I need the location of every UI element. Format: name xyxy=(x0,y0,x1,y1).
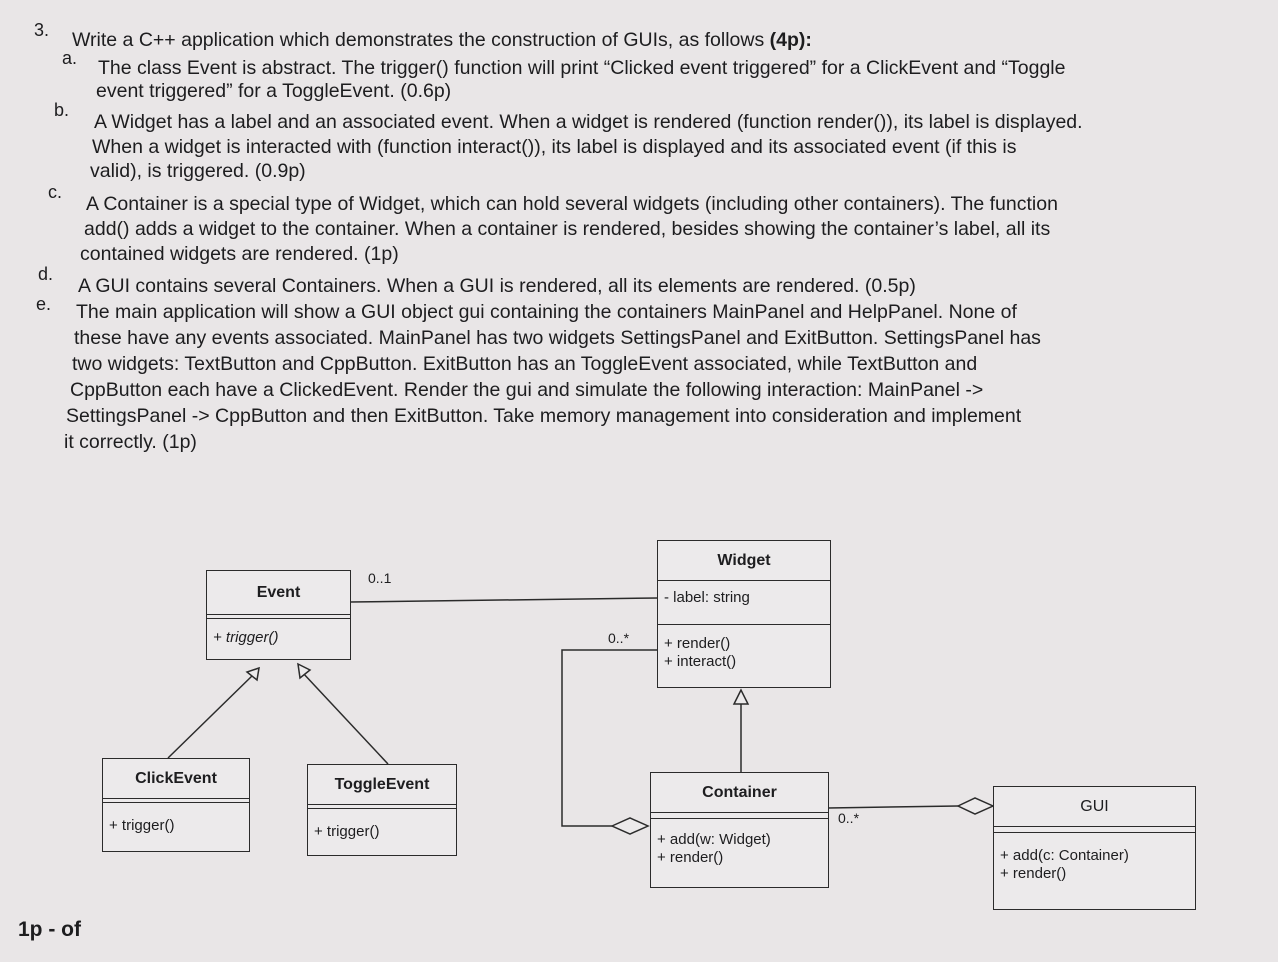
toggleevent-inheritance-arrow xyxy=(297,662,312,680)
multiplicity-container-widget: 0..* xyxy=(608,630,630,646)
class-gui: GUI + add(c: Container) + render() xyxy=(993,786,1196,910)
class-container: Container + add(w: Widget) + render() xyxy=(650,772,829,888)
question-intro: Write a C++ application which demonstrat… xyxy=(72,29,812,51)
method-row: + interact() xyxy=(664,653,737,670)
class-container-attributes xyxy=(651,813,828,819)
method-row: + render() xyxy=(657,849,724,866)
item-d-line-1: A GUI contains several Containers. When … xyxy=(78,275,916,297)
container-widget-aggregation xyxy=(561,649,658,827)
class-event-attributes xyxy=(207,615,350,619)
class-widget-title: Widget xyxy=(658,541,830,581)
item-b-line-3: valid), is triggered. (0.9p) xyxy=(90,160,306,182)
class-toggleevent-title: ToggleEvent xyxy=(308,765,456,805)
item-c-line-1: A Container is a special type of Widget,… xyxy=(86,193,1058,215)
clickevent-generalization xyxy=(167,673,255,759)
class-toggleevent: ToggleEvent + trigger() xyxy=(307,764,457,856)
item-marker-b: b. xyxy=(54,100,70,120)
class-clickevent: ClickEvent + trigger() xyxy=(102,758,250,852)
class-container-methods: + add(w: Widget) + render() xyxy=(651,819,828,867)
item-b-line-2: When a widget is interacted with (functi… xyxy=(92,136,1017,158)
multiplicity-event-widget: 0..1 xyxy=(368,570,392,586)
item-e-line-6: it correctly. (1p) xyxy=(64,431,197,453)
item-marker-d: d. xyxy=(38,264,54,284)
method-row: + add(c: Container) xyxy=(1000,847,1129,864)
class-event-title: Event xyxy=(207,571,350,615)
container-inheritance-arrow xyxy=(732,688,750,705)
item-marker-e: e. xyxy=(36,294,52,314)
class-toggleevent-methods: + trigger() xyxy=(308,809,456,841)
class-widget: Widget - label: string + render() + inte… xyxy=(657,540,831,688)
method-row: + trigger() xyxy=(213,629,279,646)
method-row: + render() xyxy=(664,635,731,652)
class-event: Event + trigger() xyxy=(206,570,351,660)
class-gui-attributes xyxy=(994,827,1195,833)
item-a-line-1: The class Event is abstract. The trigger… xyxy=(98,57,1066,79)
item-e-line-3: two widgets: TextButton and CppButton. E… xyxy=(72,353,978,375)
class-clickevent-attributes xyxy=(103,799,249,803)
class-clickevent-methods: + trigger() xyxy=(103,803,249,835)
clickevent-inheritance-arrow xyxy=(245,666,260,682)
class-gui-methods: + add(c: Container) + render() xyxy=(994,833,1195,883)
gui-aggregation-diamond xyxy=(956,797,995,815)
item-marker-a: a. xyxy=(62,48,78,68)
class-toggleevent-attributes xyxy=(308,805,456,809)
item-e-line-1: The main application will show a GUI obj… xyxy=(76,301,1017,323)
item-e-line-4: CppButton each have a ClickedEvent. Rend… xyxy=(70,379,984,401)
item-b-line-1: A Widget has a label and an associated e… xyxy=(94,111,1083,133)
item-e-line-5: SettingsPanel -> CppButton and then Exit… xyxy=(66,405,1022,427)
attribute-row: - label: string xyxy=(664,589,750,606)
container-aggregation-diamond xyxy=(610,817,650,835)
item-marker-c: c. xyxy=(48,182,63,202)
event-widget-association xyxy=(349,597,659,603)
item-c-line-3: contained widgets are rendered. (1p) xyxy=(80,243,399,265)
question-number: 3. xyxy=(34,20,50,40)
method-row: + trigger() xyxy=(109,817,175,834)
method-row: + add(w: Widget) xyxy=(657,831,771,848)
class-event-methods: + trigger() xyxy=(207,619,350,647)
class-widget-methods: + render() + interact() xyxy=(658,625,830,671)
page-footer: 1p - of xyxy=(18,918,81,941)
question-points: (4p): xyxy=(769,29,812,51)
class-clickevent-title: ClickEvent xyxy=(103,759,249,799)
item-e-line-2: these have any events associated. MainPa… xyxy=(74,327,1041,349)
class-gui-title: GUI xyxy=(994,787,1195,827)
item-c-line-2: add() adds a widget to the container. Wh… xyxy=(84,218,1051,240)
method-row: + render() xyxy=(1000,865,1067,882)
method-row: + trigger() xyxy=(314,823,380,840)
multiplicity-gui-container: 0..* xyxy=(838,810,860,826)
class-container-title: Container xyxy=(651,773,828,813)
class-widget-attributes: - label: string xyxy=(658,581,830,625)
item-a-line-2: event triggered” for a ToggleEvent. (0.6… xyxy=(96,80,452,102)
toggleevent-generalization xyxy=(301,671,389,765)
gui-container-aggregation xyxy=(827,805,959,809)
